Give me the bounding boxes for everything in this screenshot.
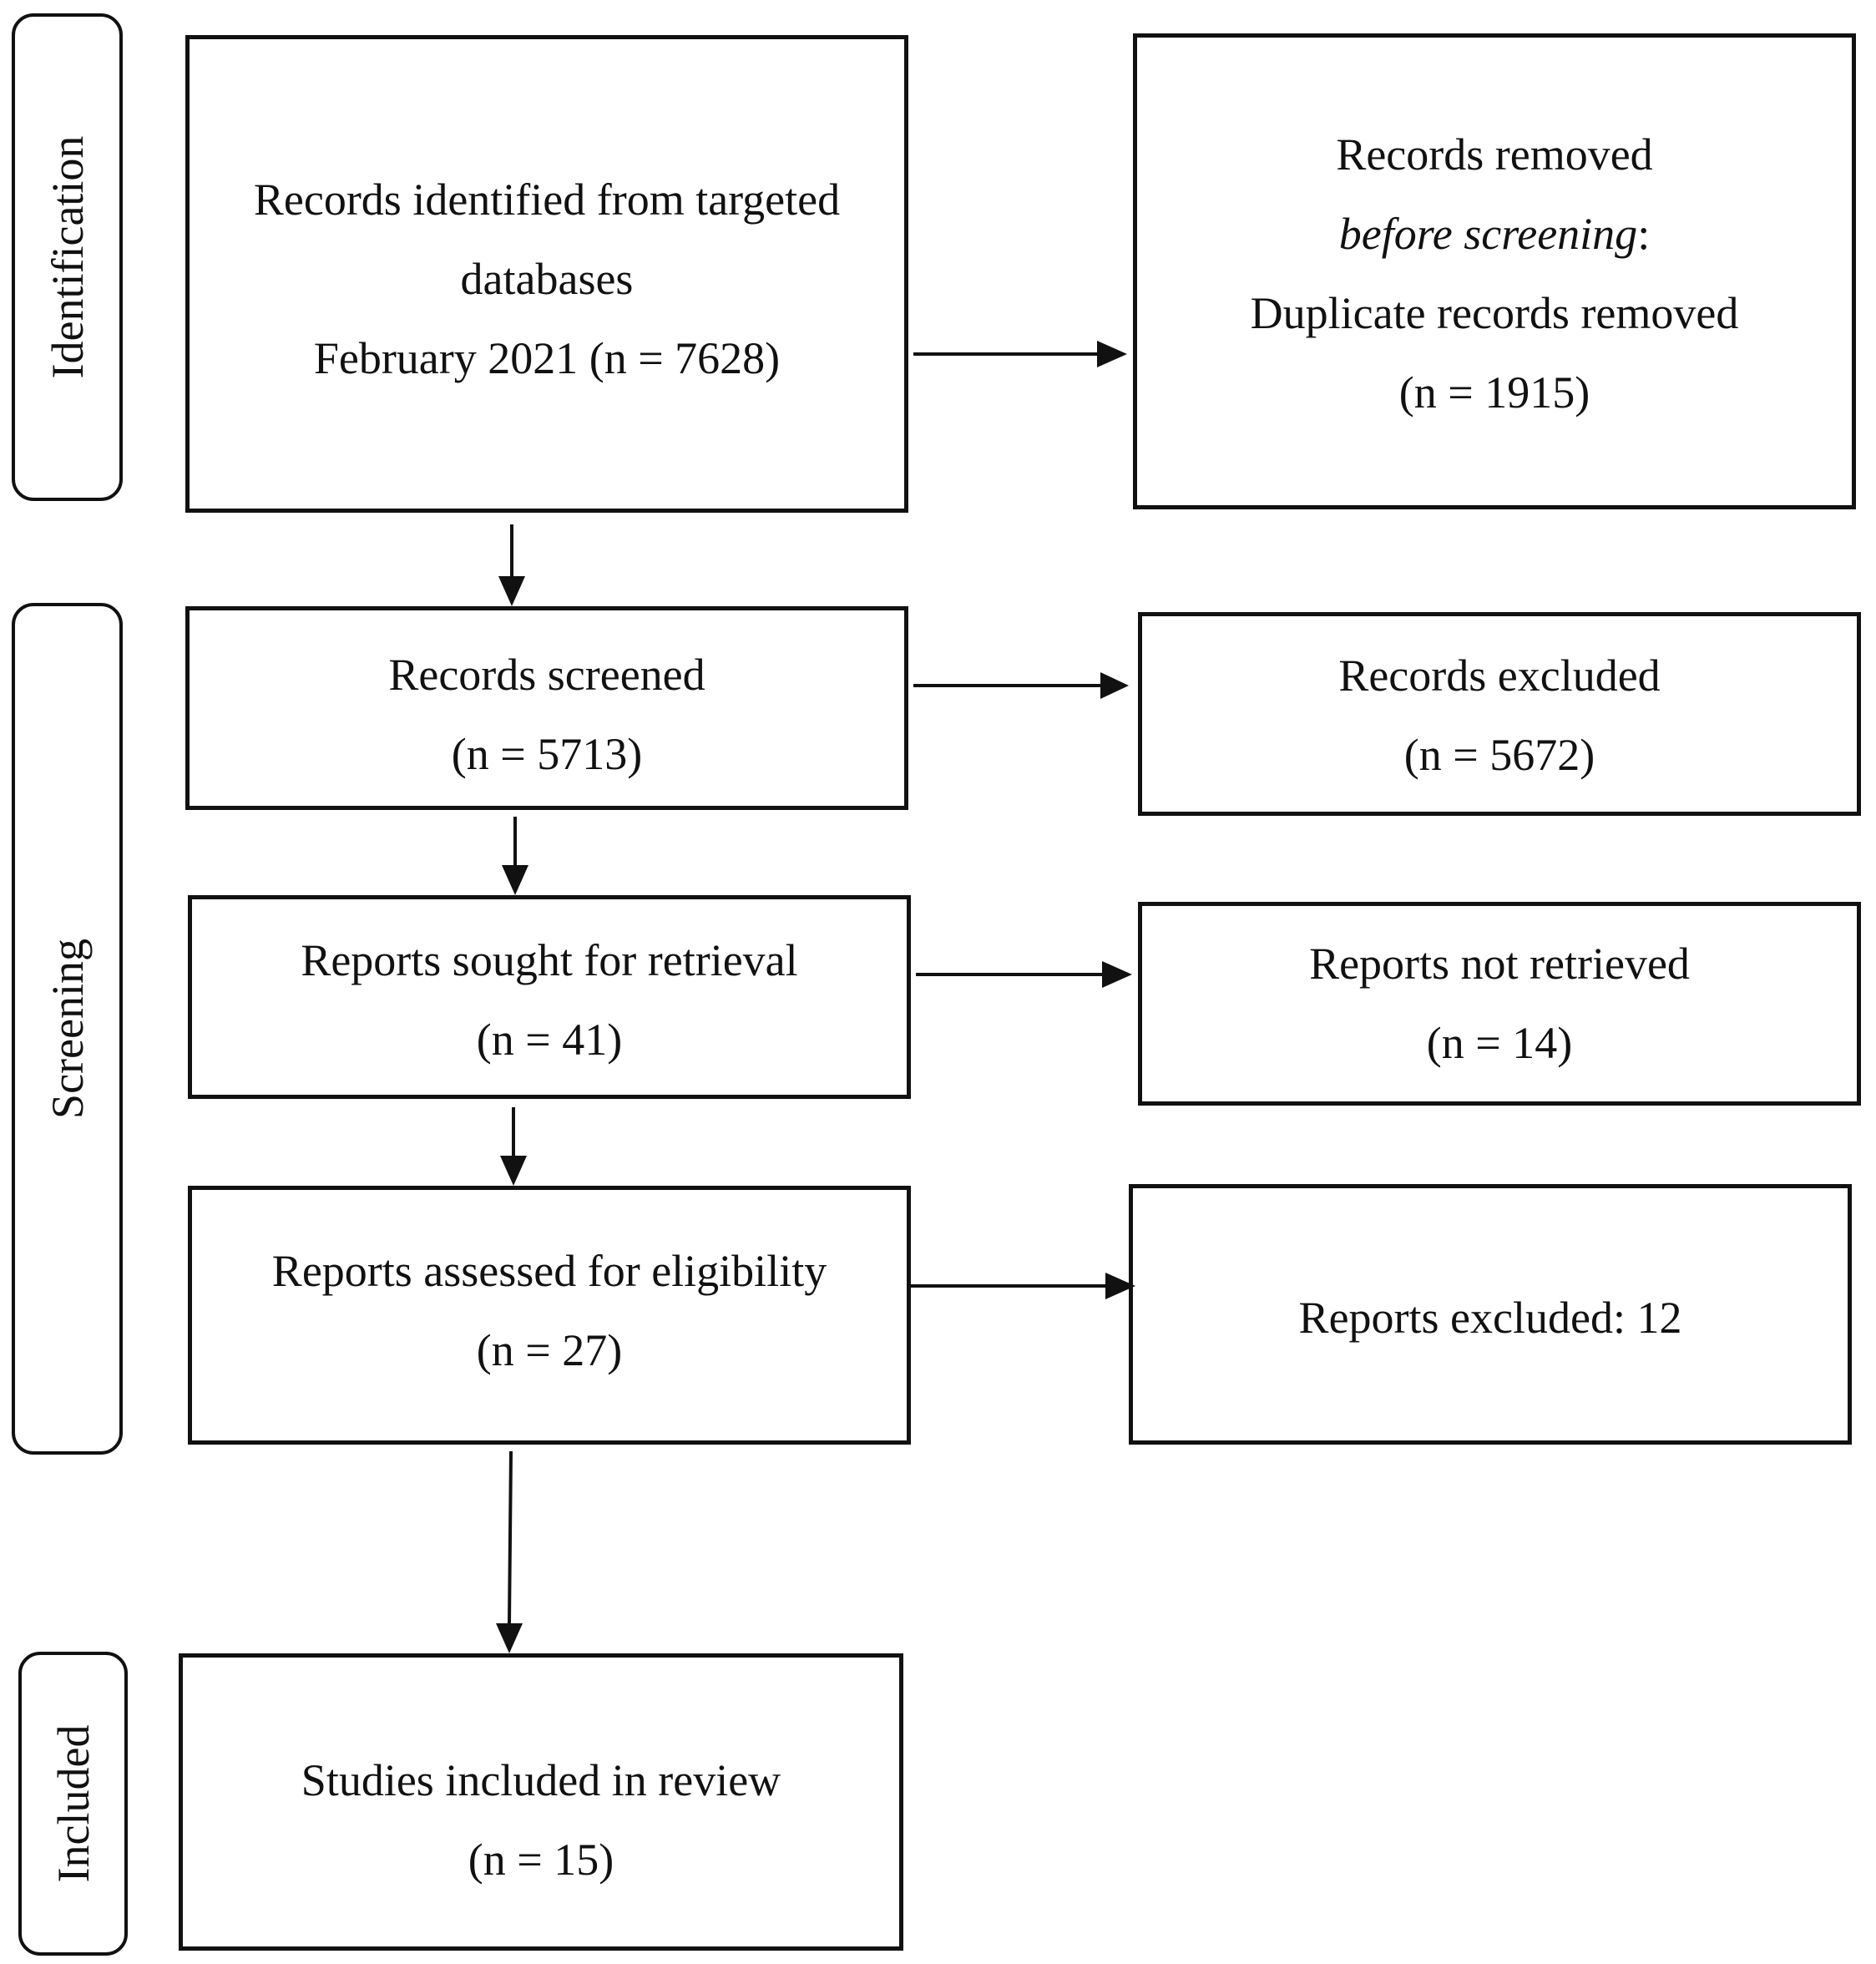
records-removed-line4: (n = 1915)	[1398, 367, 1590, 418]
records-excluded-line2: (n = 5672)	[1403, 730, 1595, 780]
records-removed-line2-italic: before screening	[1338, 209, 1638, 259]
reports-assessed-box: Reports assessed for eligibility (n = 27…	[188, 1186, 911, 1445]
studies-included-line2: (n = 15)	[468, 1835, 614, 1885]
arrow-head-3	[1102, 961, 1132, 988]
records-removed-box: Records removed before screening: Duplic…	[1133, 33, 1856, 509]
records-removed-line2: before screening:	[1137, 195, 1852, 274]
arrow-head-5	[498, 576, 525, 606]
arrow-head-8	[496, 1623, 523, 1653]
reports-sought-line2: (n = 41)	[476, 1015, 623, 1065]
records-identified-box: Records identified from targeted databas…	[185, 35, 908, 513]
reports-sought-line1: Reports sought for retrieval	[301, 935, 798, 985]
records-removed-line1: Records removed	[1336, 129, 1653, 180]
reports-excluded-box: Reports excluded: 12	[1129, 1184, 1852, 1445]
records-identified-line2: databases	[460, 254, 634, 304]
reports-assessed-line1: Reports assessed for eligibility	[271, 1246, 827, 1296]
phase-included: Included	[18, 1652, 128, 1956]
records-identified-line1: Records identified from targeted	[253, 175, 841, 225]
arrow-head-4	[1105, 1273, 1135, 1299]
phase-screening: Screening	[12, 603, 123, 1455]
reports-not-retrieved-line2: (n = 14)	[1426, 1018, 1573, 1068]
arrow-head-2	[1100, 672, 1129, 699]
records-screened-line1: Records screened	[388, 650, 705, 700]
arrow-head-1	[1097, 341, 1127, 367]
records-identified-line3: February 2021 (n = 7628)	[313, 333, 781, 383]
records-removed-line3: Duplicate records removed	[1250, 288, 1739, 338]
arrow-assessed-to-included	[508, 1450, 513, 1624]
records-excluded-box: Records excluded (n = 5672)	[1138, 612, 1861, 816]
studies-included-line1: Studies included in review	[301, 1755, 781, 1805]
reports-excluded-line1: Reports excluded: 12	[1298, 1293, 1682, 1343]
records-screened-box: Records screened (n = 5713)	[185, 606, 908, 810]
reports-not-retrieved-line1: Reports not retrieved	[1309, 939, 1690, 989]
records-removed-line2-suffix: :	[1637, 209, 1651, 259]
records-screened-line2: (n = 5713)	[451, 729, 643, 779]
reports-sought-box: Reports sought for retrieval (n = 41)	[188, 895, 911, 1099]
records-excluded-line1: Records excluded	[1338, 650, 1661, 701]
arrow-head-6	[502, 865, 528, 895]
reports-assessed-line2: (n = 27)	[476, 1325, 623, 1375]
phase-identification: Identification	[12, 13, 123, 501]
reports-not-retrieved-box: Reports not retrieved (n = 14)	[1138, 902, 1861, 1106]
arrow-head-7	[500, 1156, 527, 1186]
studies-included-box: Studies included in review (n = 15)	[179, 1653, 903, 1951]
